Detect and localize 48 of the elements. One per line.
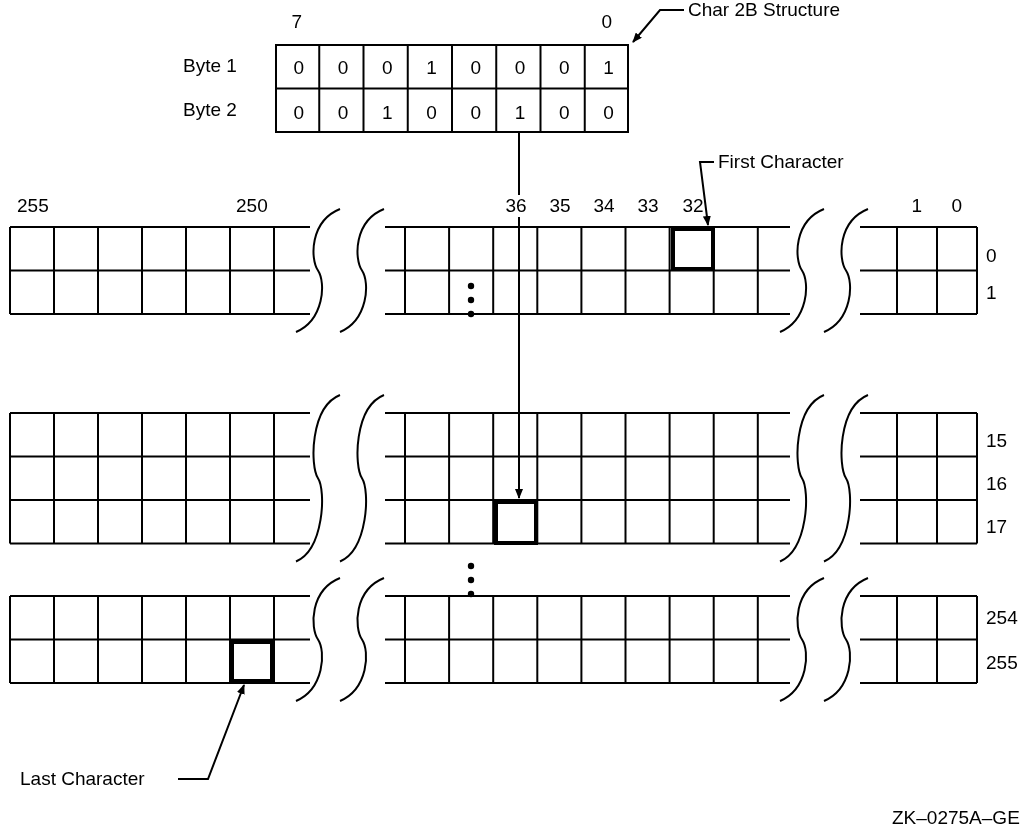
column-number: 33 — [637, 195, 659, 217]
row-number: 16 — [986, 473, 1008, 495]
column-number: 32 — [682, 195, 704, 217]
column-number: 255 — [17, 195, 49, 217]
bit-value: 1 — [514, 101, 526, 124]
bit-value: 0 — [470, 57, 482, 79]
leader-arrow — [698, 161, 715, 226]
bit-value: 0 — [293, 57, 305, 79]
bit-value: 1 — [603, 57, 614, 79]
row-number: 254 — [986, 607, 1018, 629]
column-number: 34 — [593, 195, 615, 217]
column-number: 0 — [951, 195, 963, 217]
column-number: 1 — [911, 195, 923, 217]
row-number: 0 — [986, 245, 997, 267]
row-number: 1 — [986, 282, 997, 304]
bit-value: 0 — [382, 57, 393, 79]
column-number: 250 — [236, 195, 268, 217]
callout-label: Char 2B Structure — [688, 0, 841, 21]
bit-position-label: 0 — [601, 11, 613, 33]
row-number: 15 — [986, 430, 1008, 452]
bit-value: 0 — [514, 57, 526, 79]
bit-value: 0 — [337, 101, 349, 124]
bit-table — [275, 44, 629, 133]
bit-value: 0 — [559, 101, 570, 124]
row-number: 255 — [986, 652, 1018, 674]
leader-arrow — [632, 9, 685, 43]
bit-value: 0 — [559, 57, 570, 79]
bit-value: 0 — [293, 101, 305, 124]
arrow — [515, 132, 523, 499]
column-number: 36 — [505, 195, 527, 217]
highlighted-cell — [494, 500, 538, 545]
highlighted-cell — [230, 639, 274, 683]
highlighted-cell — [671, 227, 715, 271]
bit-value: 0 — [603, 101, 614, 124]
bit-value: 0 — [337, 57, 349, 79]
bit-value: 1 — [426, 57, 437, 79]
leader-arrow — [177, 684, 245, 780]
column-number: 35 — [549, 195, 571, 217]
bit-value: 0 — [470, 101, 482, 124]
bit-value: 0 — [426, 101, 437, 124]
bit-position-label: 7 — [291, 11, 303, 33]
row-number: 17 — [986, 516, 1008, 538]
bit-value: 1 — [382, 101, 393, 124]
row-label: Byte 1 — [183, 55, 237, 77]
callout-label: First Character — [718, 151, 844, 173]
figure-code: ZK–0275A–GE — [892, 807, 1020, 829]
callout-label: Last Character — [20, 768, 145, 790]
row-label: Byte 2 — [183, 99, 237, 121]
